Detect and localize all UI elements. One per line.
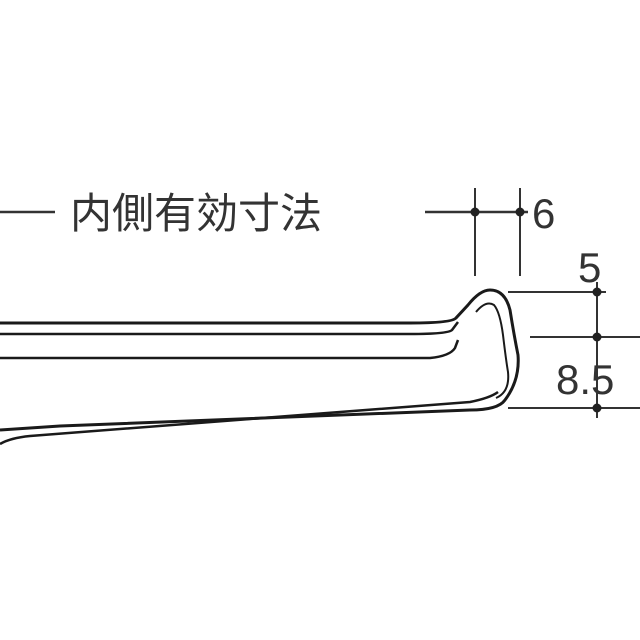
- rail-lower-line: [0, 339, 460, 360]
- bottom-slope-line: [0, 390, 499, 446]
- dimension-dot-6-left: [470, 207, 480, 217]
- lip-inner-curve: [475, 302, 510, 399]
- dimension-dot-bottom: [592, 403, 602, 413]
- dimension-value-8-5: 8.5: [556, 356, 614, 403]
- dimension-dot-6-right: [515, 207, 525, 217]
- rail-profile: [0, 288, 520, 432]
- dimension-value-6: 6: [532, 190, 555, 237]
- dimension-value-5: 5: [578, 244, 601, 291]
- dimension-dot-top: [592, 287, 602, 297]
- rail-inner-line: [0, 321, 459, 336]
- inner-effective-dimension-label: 内側有効寸法: [70, 190, 322, 237]
- dimension-dot-middle: [592, 332, 602, 342]
